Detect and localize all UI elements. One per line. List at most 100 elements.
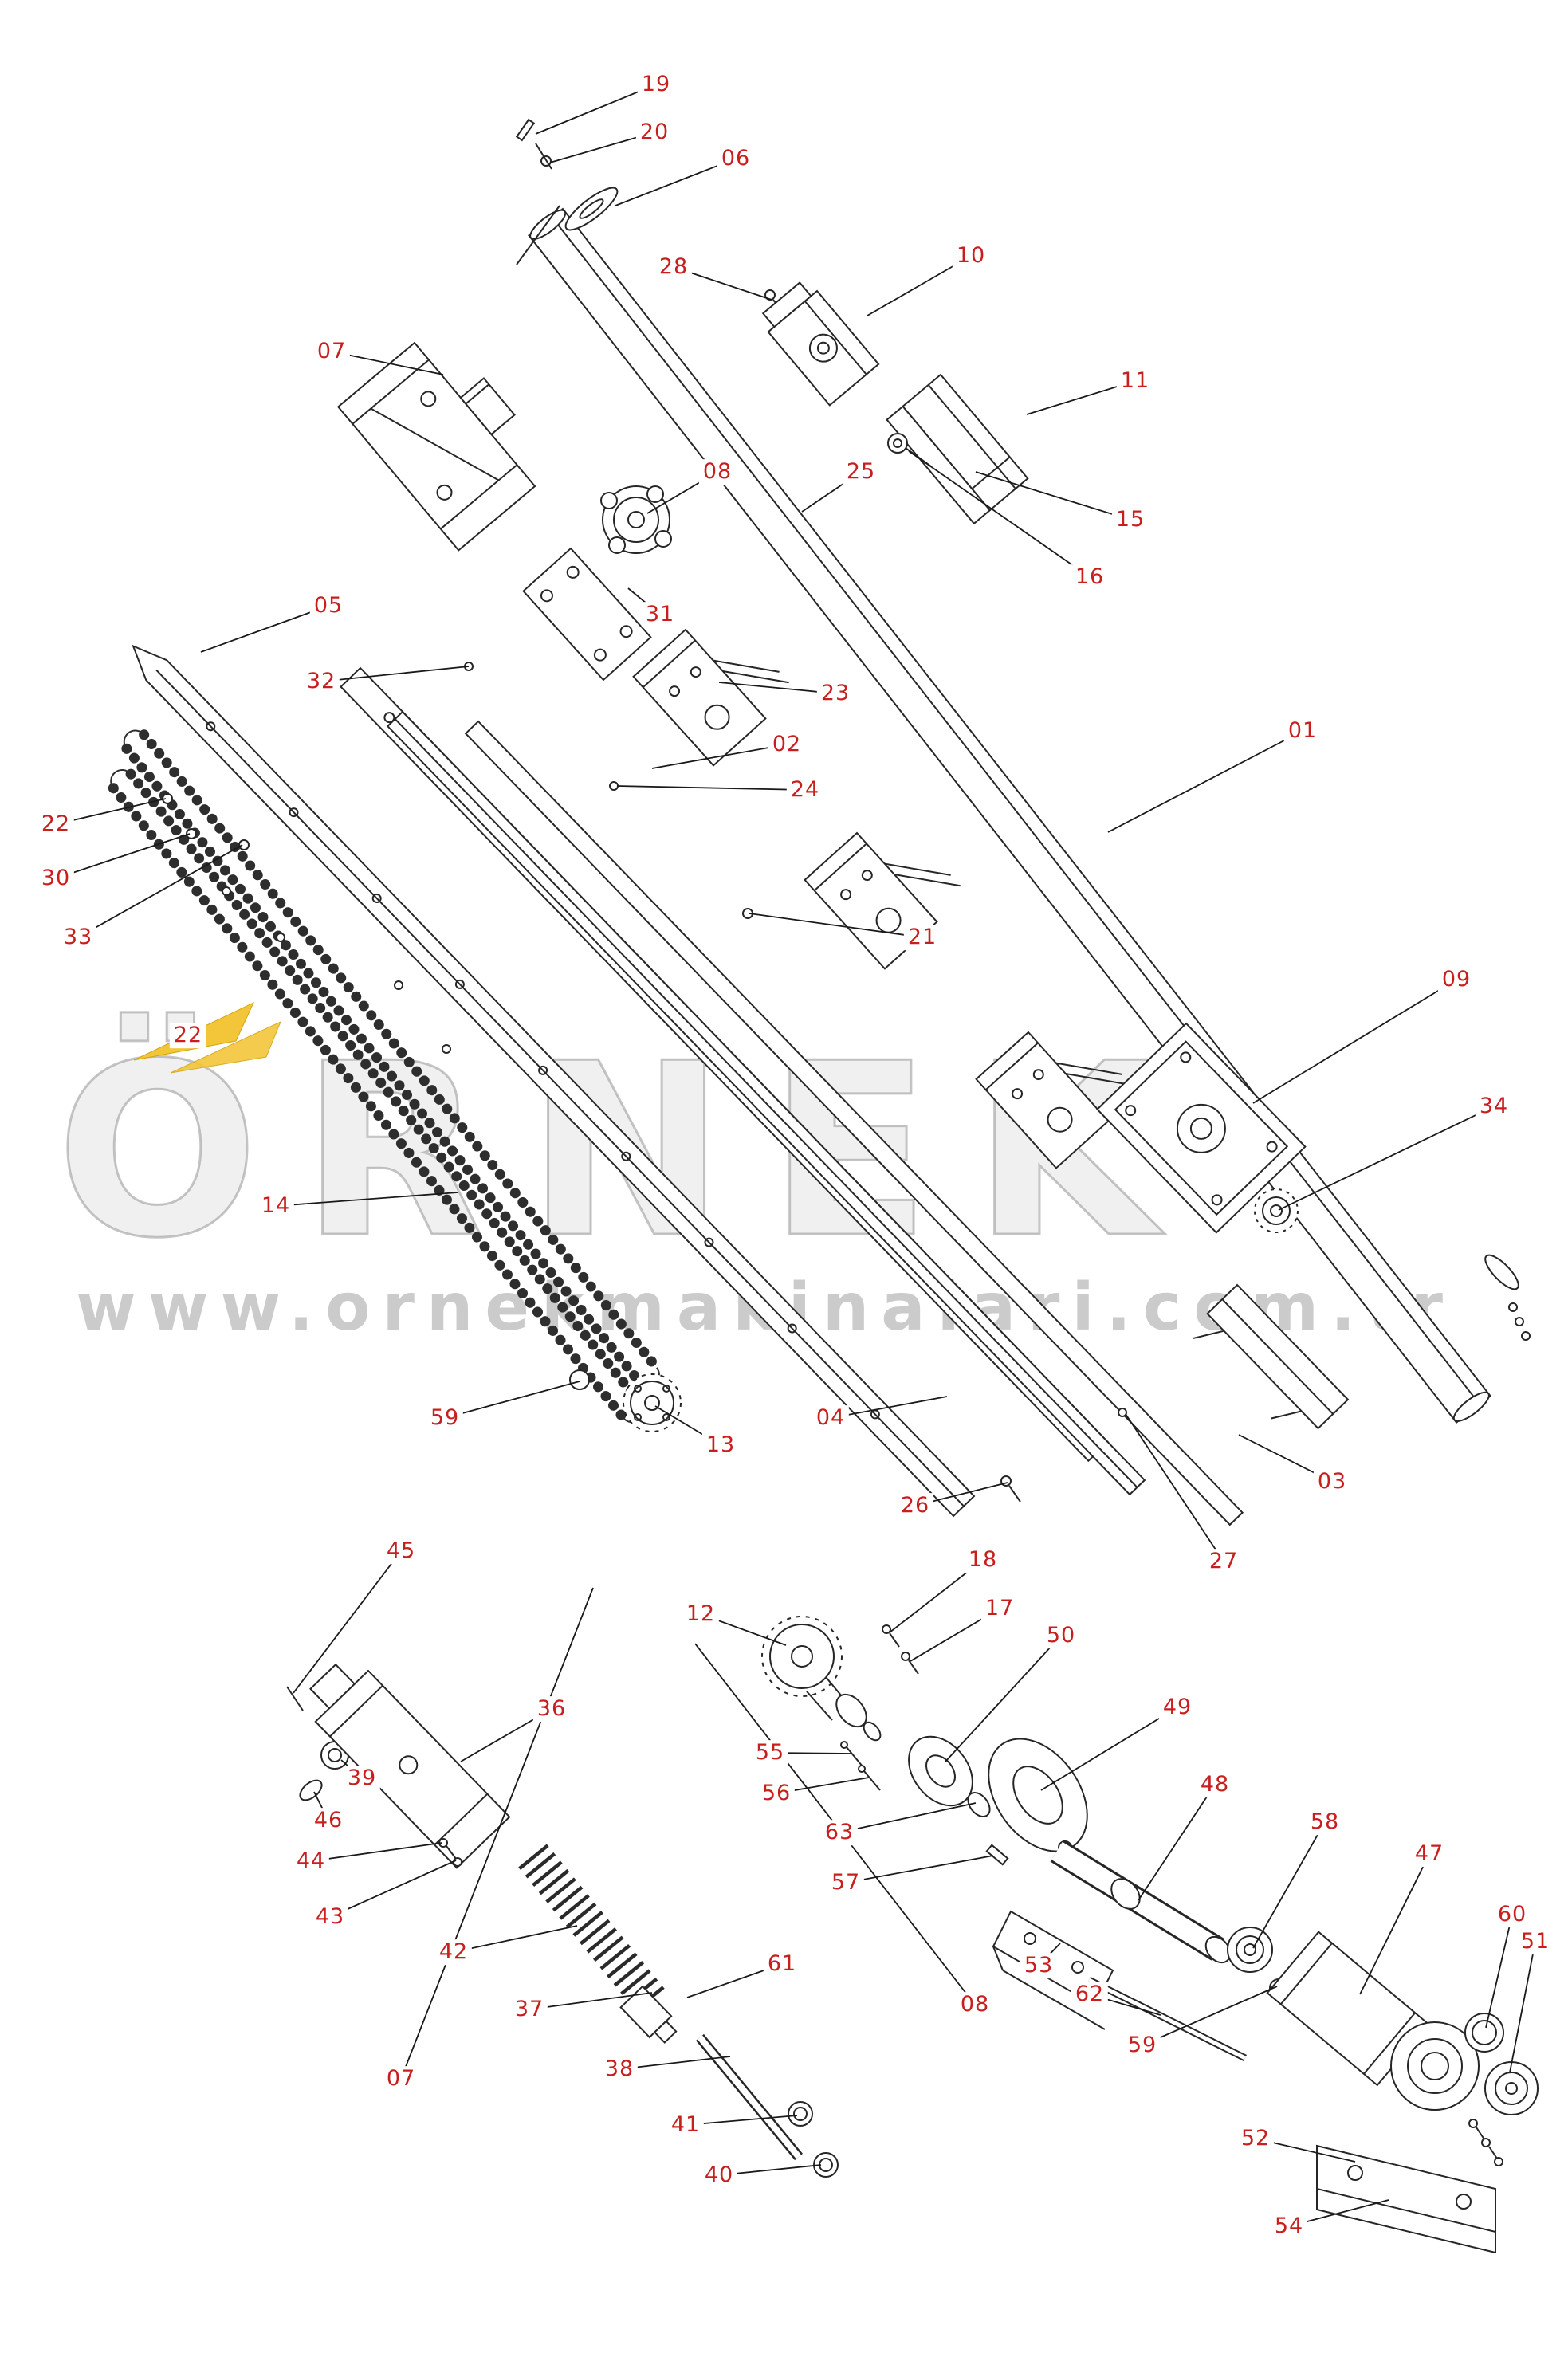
part-label-25: 25 (842, 459, 880, 485)
part-label-17: 17 (980, 1596, 1019, 1621)
part-label-42: 42 (434, 1939, 473, 1965)
part-label-43: 43 (311, 1904, 349, 1930)
leader-line-32 (320, 666, 470, 682)
seal-60-drawing (1464, 2013, 1504, 2053)
ring-59-drawing (569, 1369, 590, 1390)
leader-line-14 (275, 1192, 458, 1207)
part-label-07: 07 (312, 339, 351, 364)
screws-55-56-drawing (840, 1741, 881, 1791)
part-label-51: 51 (1516, 1929, 1554, 1954)
part-label-03: 03 (1313, 1469, 1351, 1495)
leader-line-60 (1485, 1914, 1513, 2029)
part-label-63: 63 (820, 1820, 859, 1845)
highlight-arrow-icon (170, 1021, 281, 1074)
part-label-31: 31 (641, 602, 679, 627)
bracket-10-drawing (761, 281, 880, 407)
washer-bolts-right-drawing (1484, 1254, 1531, 1341)
shaft-48-drawing (1050, 1840, 1232, 1964)
key-57-drawing (985, 1844, 1009, 1866)
leader-line-23 (718, 682, 836, 694)
disc-06-drawing (564, 187, 619, 231)
part-label-14: 14 (257, 1193, 295, 1219)
motor-08-drawing (600, 485, 672, 554)
part-label-12: 12 (682, 1601, 720, 1627)
small-bolts-drawing (1468, 2119, 1503, 2166)
part-label-46: 46 (309, 1808, 348, 1833)
coupling-34-drawing (1254, 1188, 1299, 1233)
leader-line-21 (749, 913, 923, 938)
leader-line-37 (529, 1992, 653, 2010)
part-label-45: 45 (382, 1538, 420, 1564)
part-label-40: 40 (700, 2163, 738, 2188)
loose-bolts-drawing (464, 662, 1127, 1503)
leader-line-30 (55, 833, 191, 879)
leader-line-48 (1138, 1784, 1216, 1901)
leader-line-34 (1278, 1106, 1495, 1211)
part-label-55: 55 (751, 1740, 789, 1766)
housing-47-drawing (1266, 1931, 1480, 2111)
leader-line-57 (845, 1855, 994, 1884)
part-label-04: 04 (812, 1405, 850, 1431)
fitting-37-61-drawing (619, 1985, 678, 2044)
part-label-15: 15 (1111, 507, 1149, 532)
part-label-41: 41 (666, 2112, 705, 2138)
part-label-01: 01 (1283, 718, 1322, 744)
leader-line-27 (1125, 1413, 1224, 1562)
rail-04-drawing (386, 710, 1146, 1496)
link-62-drawing (1087, 1976, 1248, 2062)
leader-line-33 (77, 844, 243, 938)
part-label-18: 18 (964, 1547, 1002, 1573)
leader-line-59-b (1142, 1986, 1278, 2046)
leader-line-06 (615, 158, 737, 206)
bracket-11-15-drawing (886, 373, 1029, 525)
pin-45-drawing (286, 1686, 304, 1711)
part-label-26: 26 (896, 1493, 934, 1518)
part-label-53: 53 (1020, 1953, 1058, 1978)
bearing-58-drawing (1227, 1927, 1273, 1973)
leader-line-47 (1359, 1853, 1430, 1995)
part-label-36: 36 (532, 1696, 571, 1722)
leader-line-63 (839, 1802, 977, 1833)
part-label-49: 49 (1158, 1695, 1197, 1720)
leader-line-58 (1252, 1821, 1326, 1949)
part-label-52: 52 (1236, 2126, 1275, 2151)
part-label-13: 13 (701, 1432, 740, 1458)
leader-line-45 (293, 1550, 402, 1694)
part-label-58: 58 (1306, 1809, 1344, 1835)
leader-line-01 (1107, 730, 1303, 833)
leader-line-51 (1509, 1941, 1536, 2073)
mount-bracket-23-drawing (632, 628, 789, 767)
chain-fasteners-drawing (162, 793, 451, 1054)
spring-42-drawing (516, 1842, 669, 2016)
part-label-22: 22 (37, 811, 75, 837)
part-label-28: 28 (654, 254, 693, 280)
nuts-40-41-drawing (788, 2101, 839, 2178)
part-label-59-b: 59 (1123, 2033, 1161, 2058)
part-label-10: 10 (952, 243, 990, 269)
leader-line-07-b (400, 1587, 594, 2080)
part-label-27: 27 (1204, 1549, 1243, 1574)
leader-line-05 (200, 605, 329, 653)
leader-line-15 (975, 471, 1131, 521)
motor-base-31-drawing (522, 547, 652, 682)
leader-line-09 (1252, 979, 1457, 1104)
leader-line-43 (329, 1860, 457, 1918)
leader-line-07 (331, 351, 444, 375)
part-label-39: 39 (343, 1766, 381, 1791)
leader-line-41 (685, 2115, 798, 2126)
part-label-56: 56 (757, 1781, 796, 1806)
part-label-61: 61 (763, 1951, 801, 1977)
part-label-50: 50 (1042, 1623, 1080, 1648)
leader-line-19 (535, 84, 657, 135)
sprocket-12-drawing (761, 1616, 882, 1742)
part-label-21: 21 (903, 925, 941, 950)
sprocket-13-drawing (623, 1373, 682, 1432)
part-label-30: 30 (37, 866, 75, 891)
mount-bracket-23-drawing (975, 1031, 1132, 1169)
leader-line-24 (616, 785, 806, 791)
part-label-48: 48 (1196, 1772, 1234, 1797)
part-label-59: 59 (426, 1405, 464, 1431)
